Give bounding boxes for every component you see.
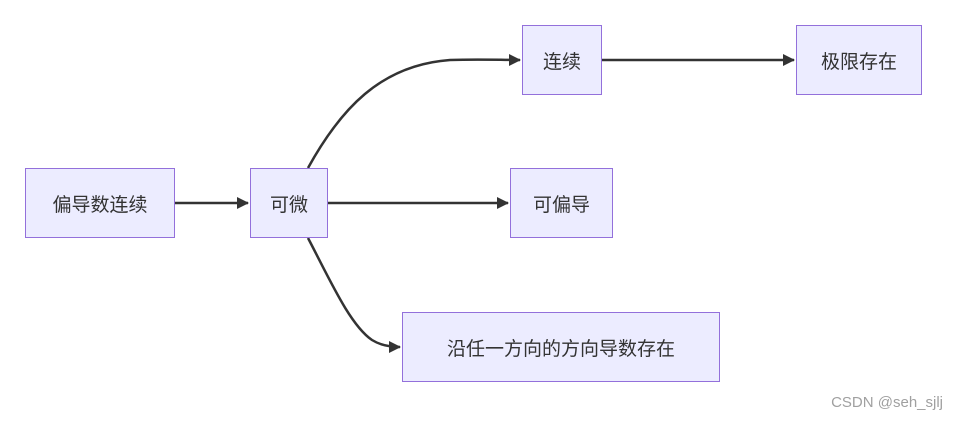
watermark: CSDN @seh_sjlj bbox=[831, 394, 943, 411]
node-label: 沿任一方向的方向导数存在 bbox=[446, 337, 675, 360]
node-label: 可微 bbox=[269, 193, 308, 216]
node-label: 偏导数连续 bbox=[52, 193, 148, 216]
node-directional-derivative-exists: 沿任一方向的方向导数存在 bbox=[402, 312, 720, 382]
edge-diff-to-dir bbox=[306, 237, 401, 353]
node-label: 极限存在 bbox=[820, 50, 897, 73]
node-differentiable: 可微 bbox=[250, 168, 328, 238]
node-limit-exists: 极限存在 bbox=[796, 25, 922, 95]
node-partial-differentiable: 可偏导 bbox=[510, 168, 613, 238]
edge-diff-to-cont bbox=[306, 53, 521, 169]
node-label: 连续 bbox=[542, 50, 581, 73]
node-continuous: 连续 bbox=[522, 25, 602, 95]
node-partial-derivative-continuous: 偏导数连续 bbox=[25, 168, 175, 238]
node-label: 可偏导 bbox=[532, 193, 590, 216]
